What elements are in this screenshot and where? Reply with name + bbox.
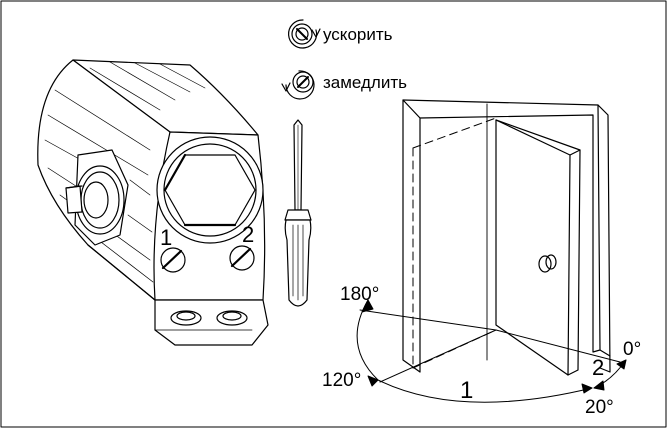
pinion-nut — [65, 149, 129, 246]
angle-20: 20° — [585, 397, 614, 418]
zone-1-label: 1 — [460, 377, 473, 404]
slow-down-icon — [281, 70, 315, 100]
valve-screw-1 — [160, 247, 186, 273]
mount-hole-left — [170, 310, 202, 326]
screwdriver-icon — [284, 119, 312, 307]
valve-screw-2 — [229, 245, 255, 271]
door-leaf — [495, 119, 581, 376]
valve-1-label: 1 — [160, 225, 172, 250]
closer-flange — [154, 299, 269, 346]
speed-up-label: ускорить — [323, 25, 393, 44]
door-handle — [538, 254, 557, 273]
slow-down-label: замедлить — [323, 73, 407, 92]
door-open-outline — [412, 117, 497, 369]
swing-geometry — [356, 299, 627, 403]
angle-0: 0° — [623, 339, 641, 360]
valve-2-label: 2 — [242, 222, 254, 247]
door-frame — [402, 99, 611, 373]
mount-hole-right — [216, 310, 248, 326]
speed-up-icon — [288, 19, 321, 49]
hex-bolt — [156, 136, 264, 244]
angle-180: 180° — [340, 284, 379, 305]
zone-2-label: 2 — [592, 355, 604, 380]
angle-120: 120° — [322, 370, 361, 391]
swing-arc-zone-1 — [356, 299, 593, 403]
